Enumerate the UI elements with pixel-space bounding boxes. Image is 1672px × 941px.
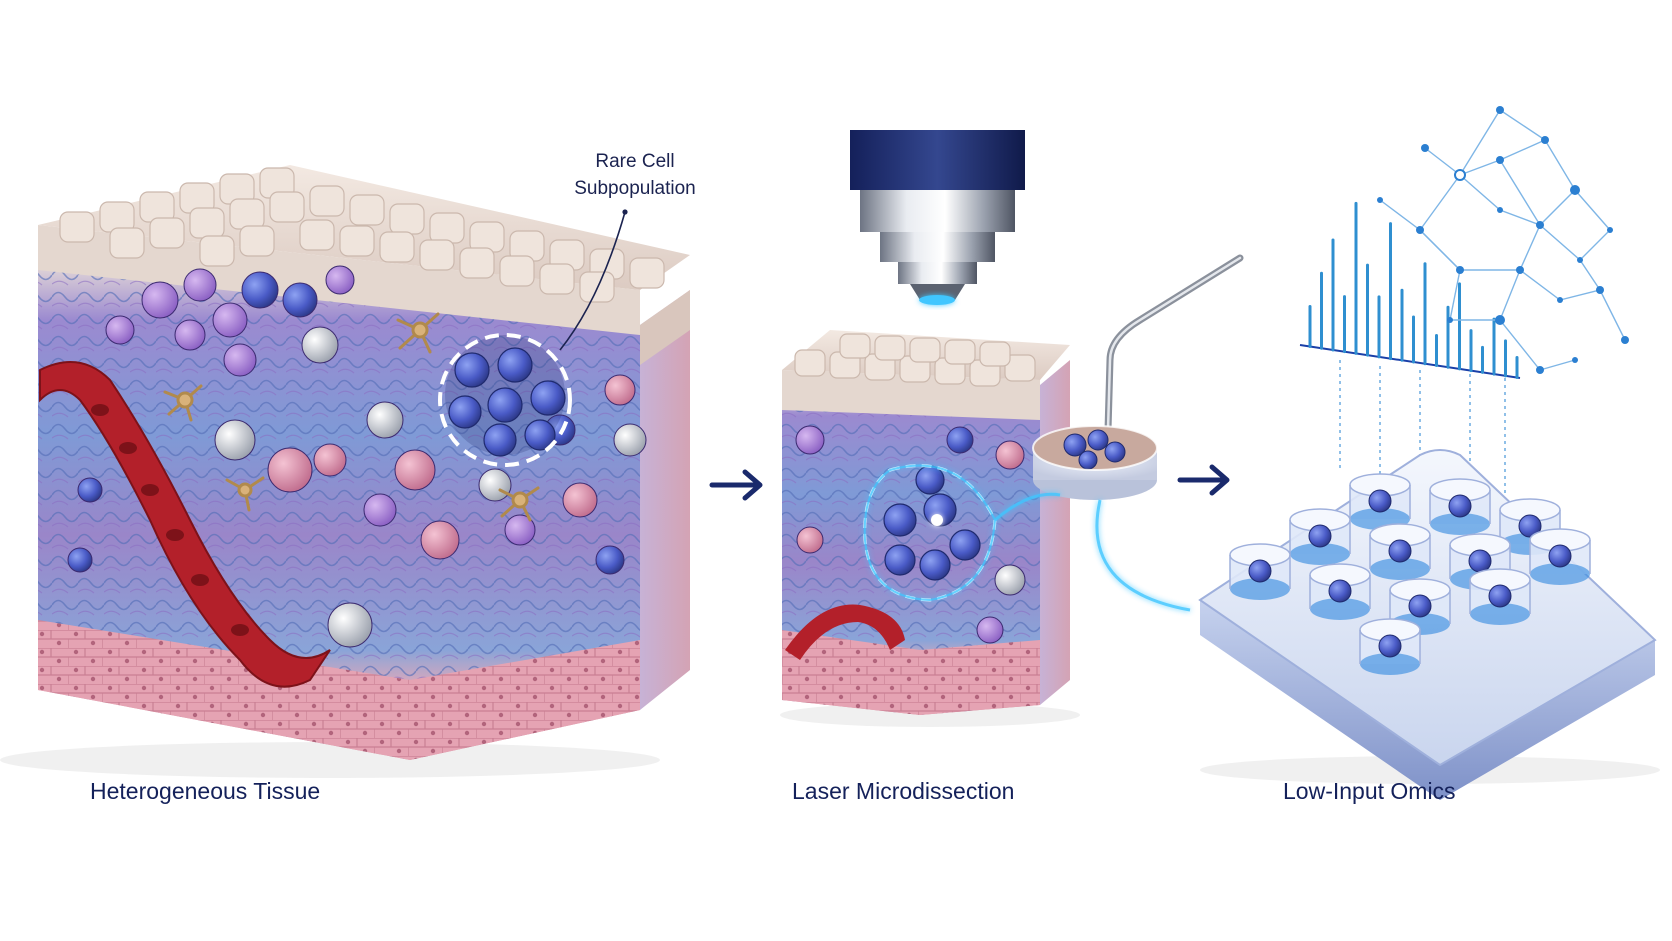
rare-cell-cluster [438,333,572,467]
tissue-block [0,165,690,778]
callout-pointer [559,211,626,351]
blood-vessel [39,361,331,688]
well [1369,523,1431,580]
well [1469,568,1531,625]
step-label-tissue: Heterogeneous Tissue [90,778,321,804]
spectrum-plot-icon [1299,201,1521,520]
arrow-right-icon [709,469,763,501]
dissected-block [780,330,1080,727]
well [1529,528,1591,585]
callout-line-1: Rare Cell [595,151,675,172]
network-nodes [1377,106,1629,374]
well [1229,543,1291,600]
collection-tip-icon [1104,254,1244,434]
transfer-path [994,492,1191,612]
well-plate-icon [1198,449,1660,800]
callout-line-2: Subpopulation [574,178,696,199]
well [1429,478,1491,535]
network-graph-icon [1379,109,1626,371]
well [1309,563,1371,620]
well [1349,473,1411,530]
step-label-omics: Low-Input Omics [1283,778,1456,804]
rare-cell-callout: Rare Cell Subpopulation [560,148,710,202]
well [1289,508,1351,565]
well [1359,618,1421,675]
dissected-sample-icon [1032,425,1158,500]
step-label-microdissection: Laser Microdissection [792,778,1015,804]
microscope-objective-icon [850,130,1025,305]
rare-cell-highlight-ring [438,333,572,467]
arrow-right-icon [1177,464,1230,496]
